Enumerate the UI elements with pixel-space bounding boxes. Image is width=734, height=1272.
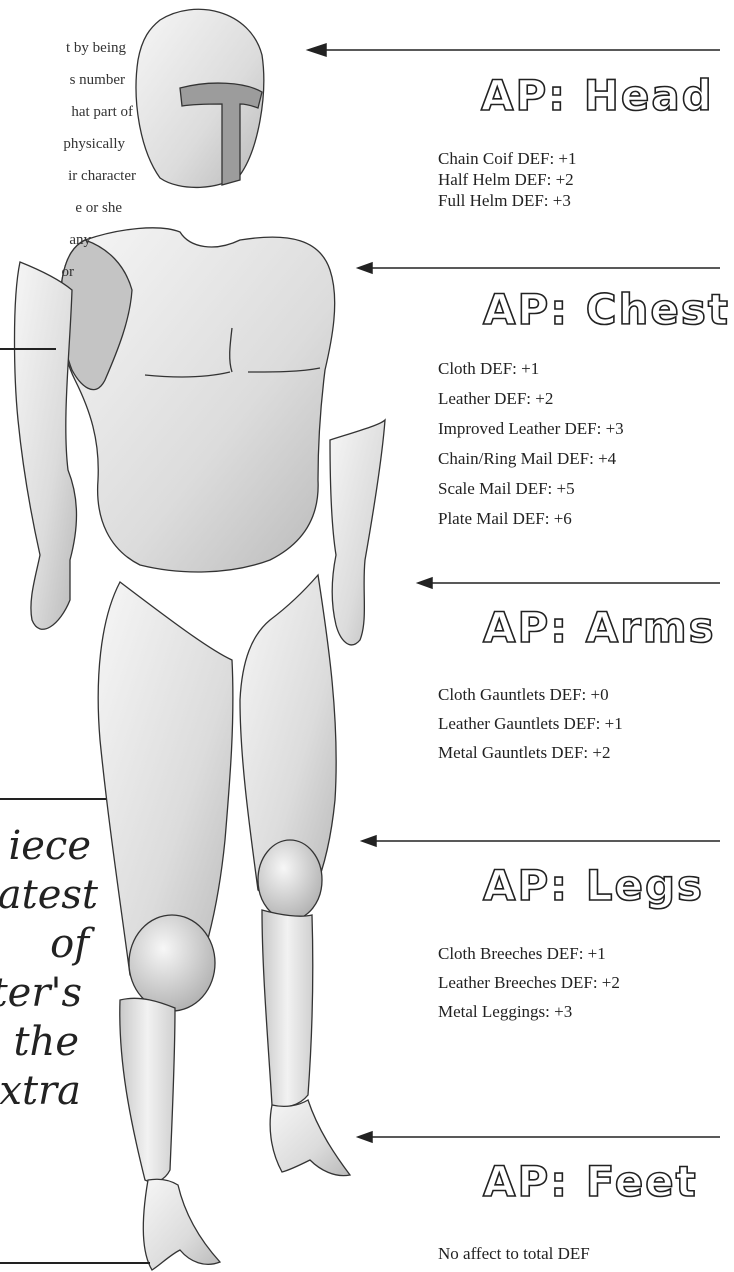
list-item: Leather Gauntlets DEF: +1: [438, 713, 623, 734]
list-item: Scale Mail DEF: +5: [438, 478, 575, 499]
list-item: Chain/Ring Mail DEF: +4: [438, 448, 616, 469]
list-item: Cloth DEF: +1: [438, 358, 539, 379]
arrow-chest-tip: [358, 263, 372, 273]
list-item: Metal Leggings: +3: [438, 1001, 572, 1022]
list-item: Half Helm DEF: +2: [438, 169, 574, 190]
heading-feet: AP: Feet: [483, 1158, 698, 1206]
arrow-legs-tip: [362, 836, 376, 846]
heading-head: AP: Head: [481, 72, 714, 120]
list-item: Leather DEF: +2: [438, 388, 553, 409]
list-item: Full Helm DEF: +3: [438, 190, 571, 211]
list-item: Plate Mail DEF: +6: [438, 508, 572, 529]
arrow-head-tip: [308, 44, 326, 56]
list-item: Improved Leather DEF: +3: [438, 418, 624, 439]
list-item: Metal Gauntlets DEF: +2: [438, 742, 610, 763]
list-item: Leather Breeches DEF: +2: [438, 972, 620, 993]
list-item: Chain Coif DEF: +1: [438, 148, 577, 169]
heading-chest: AP: Chest: [483, 286, 730, 334]
heading-legs: AP: Legs: [483, 862, 704, 910]
list-item: No affect to total DEF: [438, 1243, 590, 1264]
arrow-arms-tip: [418, 578, 432, 588]
list-item: Cloth Gauntlets DEF: +0: [438, 684, 609, 705]
list-item: Cloth Breeches DEF: +1: [438, 943, 606, 964]
arrow-feet-tip: [358, 1132, 372, 1142]
heading-arms: AP: Arms: [483, 604, 716, 652]
